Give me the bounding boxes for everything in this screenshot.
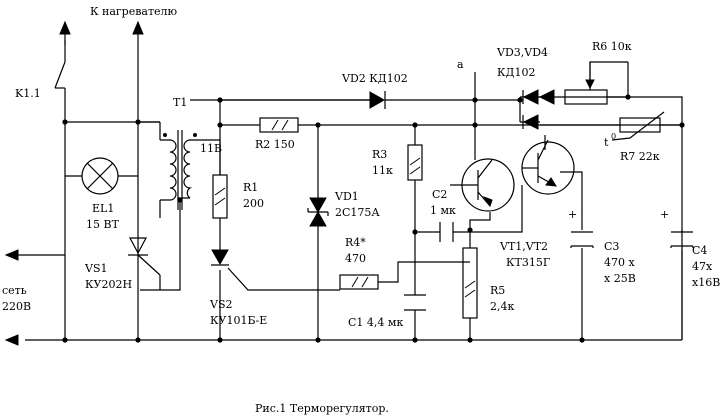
vs1-label: VS1: [84, 262, 107, 275]
thermistor-r7: [611, 111, 665, 141]
vt-type-label: КТ315Г: [506, 256, 550, 269]
c4-value-label-2: х16В: [692, 276, 720, 289]
k11-label: K1.1: [15, 87, 41, 100]
transformer-t1: [138, 121, 197, 218]
r5-value-label: 2,4к: [490, 300, 514, 313]
capacitor-c4: [670, 231, 694, 248]
r3-label: R3: [372, 148, 387, 161]
vs2-label: VS2: [209, 298, 232, 311]
t0-label: t: [604, 136, 609, 149]
capacitor-c2: [439, 222, 454, 242]
resistor-r1: [212, 174, 228, 219]
r6-label: R6 10к: [592, 40, 632, 53]
t1-voltage-label: 11В: [200, 142, 222, 155]
c3-label: C3: [604, 240, 619, 253]
r7-label: R7 22к: [620, 150, 660, 163]
c3-plus-sign: +: [568, 208, 577, 221]
vd34-label: VD3,VD4: [496, 46, 548, 59]
r4-value-label: 470: [345, 252, 366, 265]
c4-label: C4: [692, 244, 707, 257]
vd2-label: VD2 КД102: [341, 72, 408, 85]
resistor-r3: [407, 144, 423, 181]
el1-value-label: 15 ВТ: [86, 218, 120, 231]
resistor-r2: [259, 117, 299, 133]
resistor-r5: [462, 247, 478, 319]
c2-label: C2: [432, 188, 447, 201]
c3-value-label-1: 470 х: [604, 256, 635, 269]
capacitor-c3: [570, 231, 594, 248]
diode-vd2: [369, 91, 386, 109]
figure-caption: Рис.1 Терморегулятор.: [255, 402, 389, 415]
vt-label: VT1,VT2: [499, 240, 548, 253]
mains-label-2: 220В: [2, 300, 31, 313]
c4-plus-sign: +: [660, 208, 669, 221]
component-labels: К нагревателю K1.1 T1 11В EL1 15 ВТ VS1 …: [2, 5, 720, 415]
r5-label: R5: [490, 284, 505, 297]
vd1-label: VD1: [334, 190, 359, 203]
r2-label: R2 150: [255, 138, 295, 151]
t0-sup-label: 0: [611, 132, 616, 141]
lamp-el1: [65, 157, 138, 195]
vd34-type-label: КД102: [497, 66, 535, 79]
el1-label: EL1: [92, 202, 114, 215]
node-a-label: a: [457, 58, 464, 71]
c2-value-label: 1 мк: [430, 204, 456, 217]
r1-label: R1: [243, 181, 258, 194]
c1-label: C1 4,4 мк: [348, 316, 403, 329]
mains-arrows: [4, 249, 65, 346]
transistor-vt1: [450, 158, 515, 212]
vd1-type-label: 2С175А: [335, 206, 380, 219]
relay-contact-k11: [54, 61, 66, 95]
thyristor-vs1: [128, 237, 161, 290]
diode-vd3: [522, 89, 565, 105]
diode-vd4: [522, 114, 539, 130]
t1-label: T1: [173, 96, 187, 109]
vs1-type-label: КУ202Н: [85, 278, 132, 291]
c3-value-label-2: х 25В: [604, 272, 636, 285]
heater-arrows: [59, 20, 144, 45]
c4-value-label-1: 47х: [692, 260, 713, 273]
transistor-vt2: [521, 139, 575, 195]
thyristor-vs2: [211, 249, 229, 266]
resistor-r6: [564, 62, 628, 105]
vs2-type-label: КУ101Б-Е: [210, 314, 267, 327]
mains-label-1: сеть: [2, 284, 27, 297]
zener-vd1: [307, 197, 329, 227]
heater-label: К нагревателю: [90, 5, 178, 18]
r4-label: R4*: [345, 236, 366, 249]
capacitor-c1: [404, 294, 426, 311]
r3-value-label: 11к: [372, 164, 393, 177]
r1-value-label: 200: [243, 197, 264, 210]
resistor-r4: [339, 274, 379, 290]
